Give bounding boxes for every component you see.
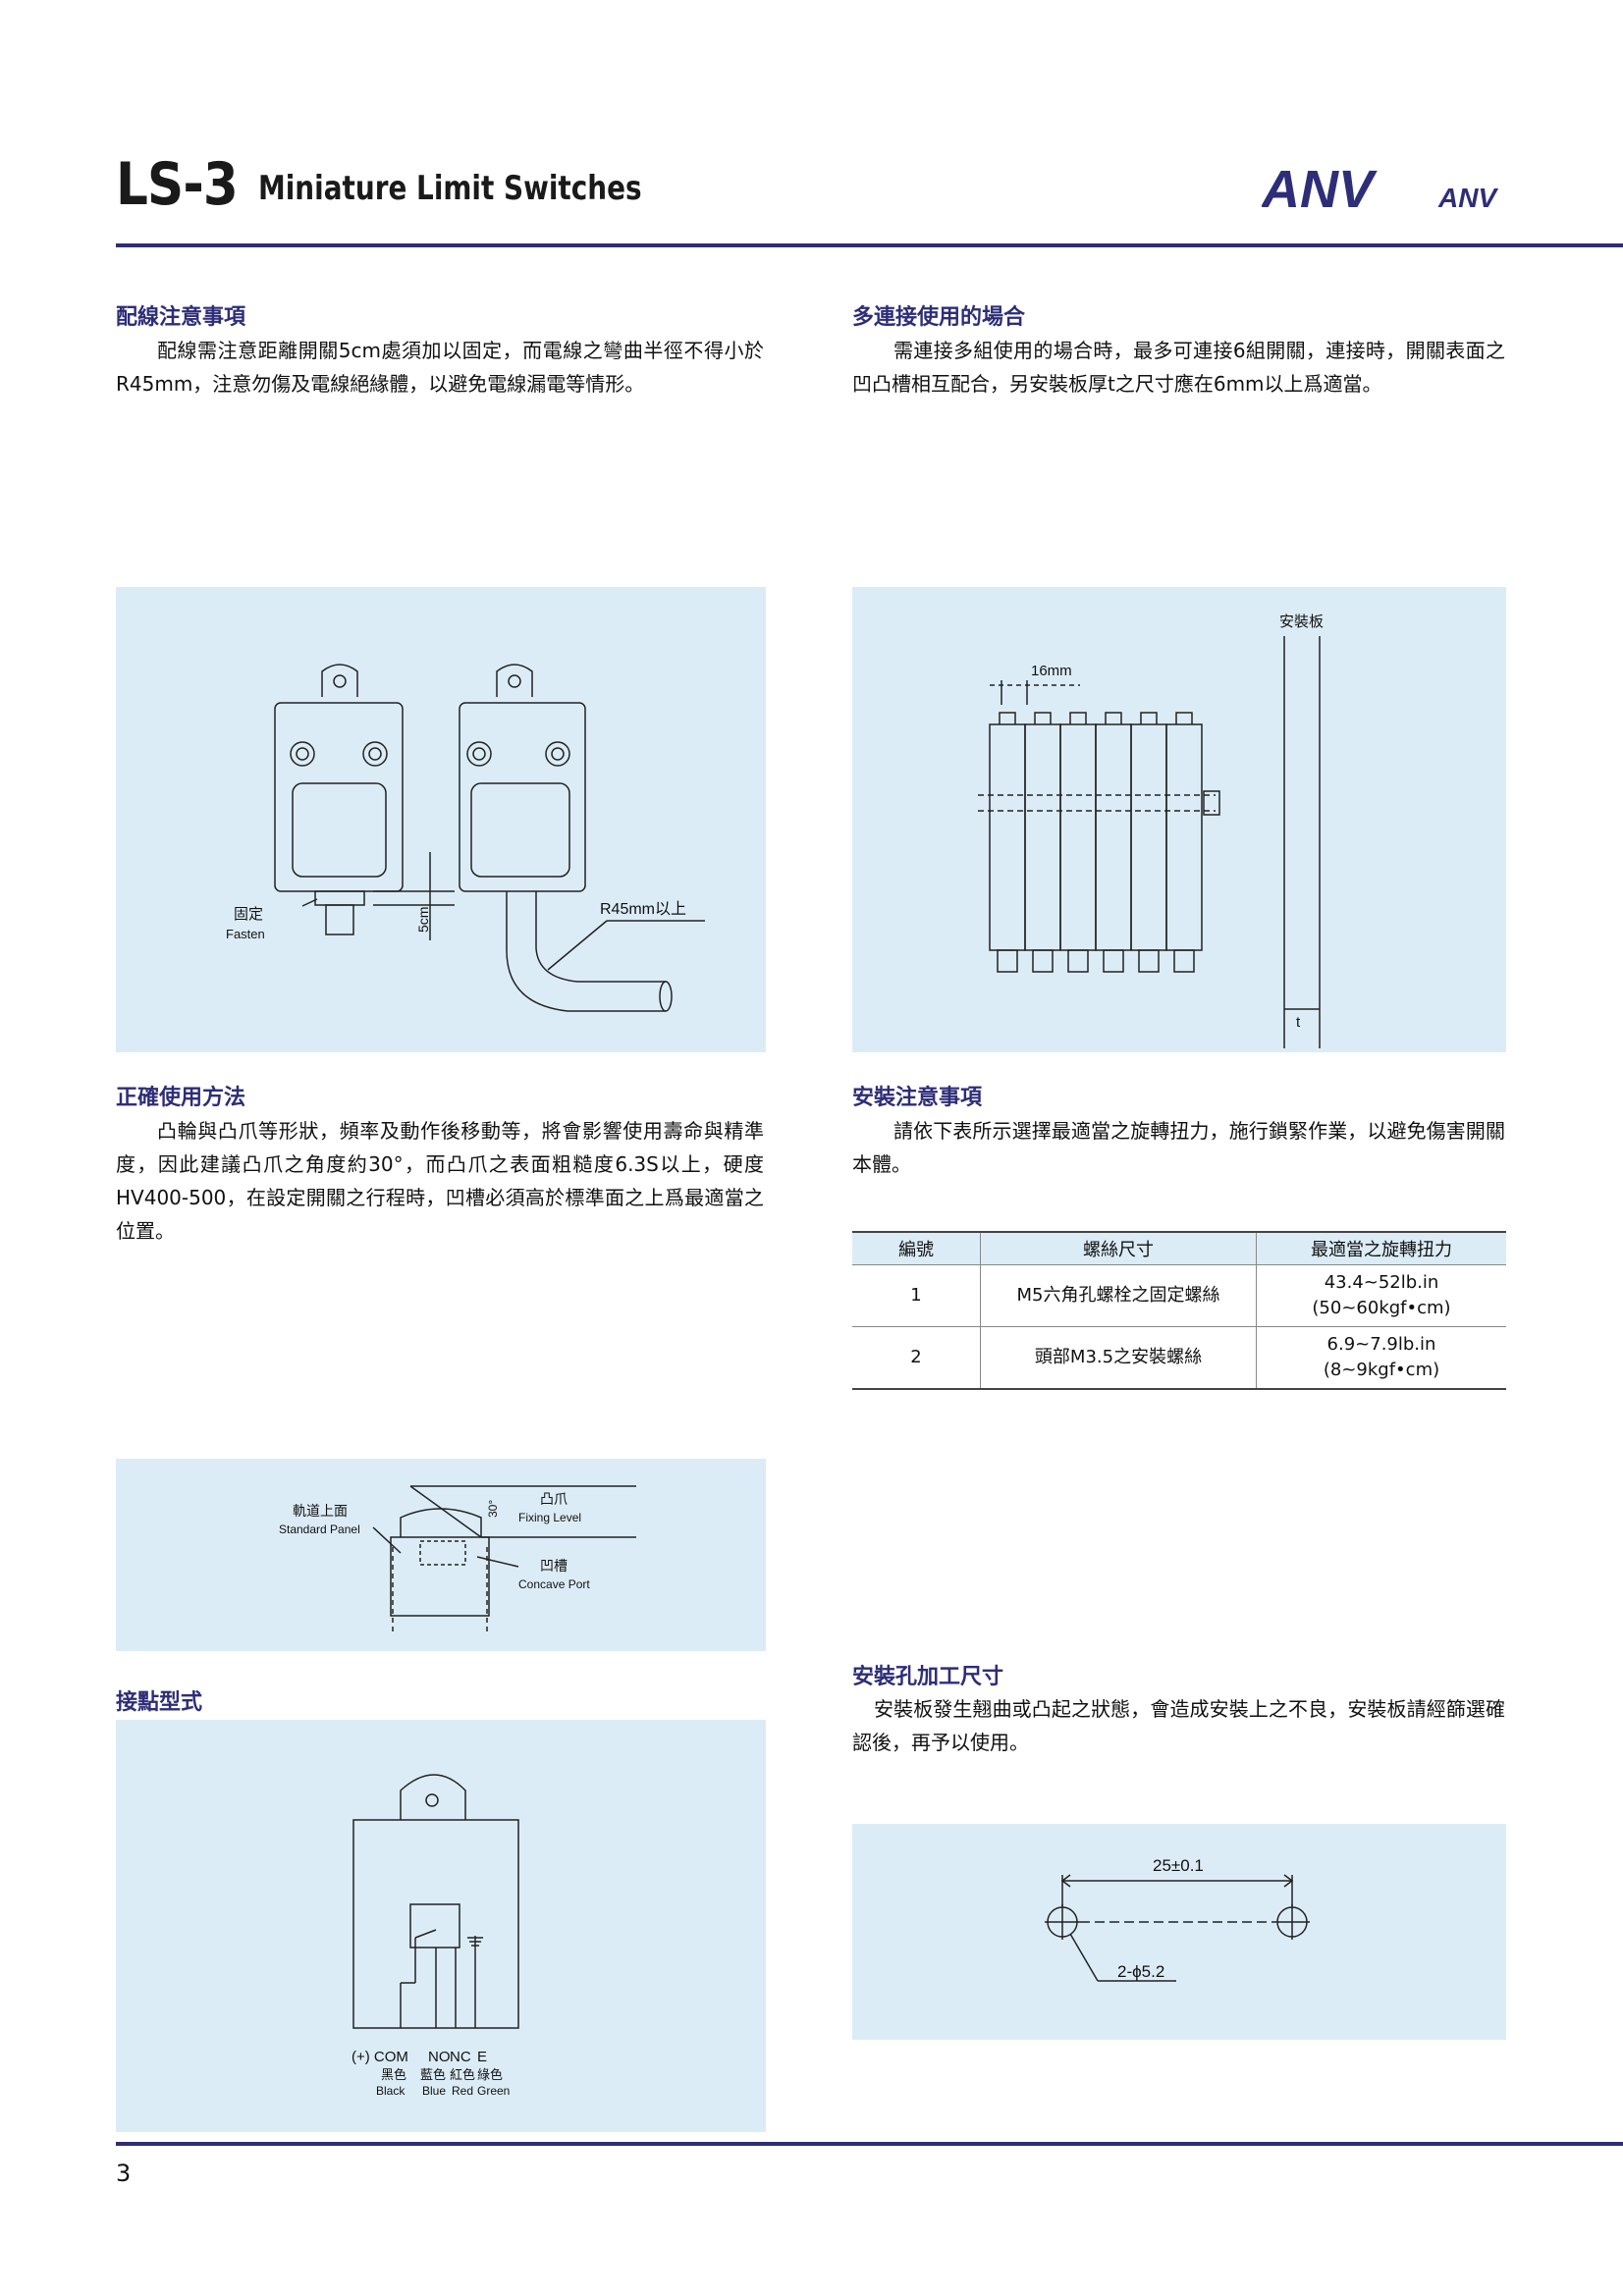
cam-cn: 凸爪 <box>540 1491 568 1507</box>
product-subtitle: Miniature Limit Switches <box>258 169 642 208</box>
black-cn: 黑色 <box>381 2067 406 2082</box>
radius-label: R45mm以上 <box>600 900 686 918</box>
multi-text: 需連接多組使用的場合時，最多可連接6組開關，連接時，開關表面之凹凸槽相互配合，另… <box>852 339 1505 396</box>
spacing-label: 25±0.1 <box>1153 1856 1204 1875</box>
multi-diagram: 安裝板 16mm t <box>852 587 1506 1052</box>
fasten-label-en: Fasten <box>226 927 265 941</box>
holes-text: 安裝板發生翹曲或凸起之狀態，會造成安裝上之不良，安裝板請經篩選確認後，再予以使用… <box>852 1697 1505 1754</box>
holes-drawing: 25±0.1 2-ϕ5.2 <box>1045 1856 1310 1982</box>
usage-text: 凸輪與凸爪等形狀，頻率及動作後移動等，將會影響使用壽命與精準度，因此建議凸爪之角… <box>116 1119 764 1243</box>
wiring-text: 配線需注意距離開關5cm處須加以固定，而電線之彎曲半徑不得小於R45mm，注意勿… <box>116 339 764 396</box>
model-title: LS-3 <box>116 150 239 219</box>
nc-label: NC <box>450 2049 471 2065</box>
row-torque: 43.4~52lb.in (50~60kgf•cm) <box>1256 1264 1506 1327</box>
std-panel-en: Standard Panel <box>279 1522 360 1536</box>
distance-label: 5cm <box>415 907 431 933</box>
thickness-label: t <box>1296 1014 1301 1031</box>
row-screw: 頭部M3.5之安裝螺絲 <box>980 1326 1257 1390</box>
no-label: NO <box>428 2049 451 2065</box>
green-en: Green <box>477 2084 510 2098</box>
angle-label: 30° <box>486 1500 500 1518</box>
row-no: 2 <box>852 1326 981 1390</box>
torque-metric: (50~60kgf•cm) <box>1312 1298 1451 1318</box>
usage-drawing: 軌道上面 Standard Panel 30° 凸爪 Fixing Level … <box>279 1485 636 1631</box>
contact-diagram: (+) COM NO NC E 黑色 藍色 紅色 綠色 Black Blue R… <box>116 1720 766 2132</box>
black-en: Black <box>376 2084 406 2098</box>
red-cn: 紅色 <box>450 2067 475 2082</box>
pitch-label: 16mm <box>1031 663 1072 679</box>
page-number: 3 <box>116 2160 132 2187</box>
blue-cn: 藍色 <box>420 2067 446 2082</box>
torque-imperial: 6.9~7.9lb.in <box>1326 1334 1436 1355</box>
green-cn: 綠色 <box>477 2067 503 2082</box>
usage-title: 正確使用方法 <box>116 1086 246 1110</box>
concave-cn: 凹槽 <box>540 1558 568 1574</box>
wiring-diagram: 固定 Fasten 5cm R45mm以上 <box>116 587 766 1052</box>
row-screw: M5六角孔螺栓之固定螺絲 <box>980 1264 1257 1327</box>
row-no: 1 <box>852 1264 981 1327</box>
row-torque: 6.9~7.9lb.in (8~9kgf•cm) <box>1256 1326 1506 1390</box>
footer-rule <box>116 2142 1623 2146</box>
holes-title: 安裝孔加工尺寸 <box>852 1665 1004 1689</box>
install-title: 安裝注意事項 <box>852 1086 983 1110</box>
plate-label: 安裝板 <box>1279 613 1324 630</box>
contact-drawing: (+) COM NO NC E 黑色 藍色 紅色 綠色 Black Blue R… <box>352 1774 519 2098</box>
std-panel-cn: 軌道上面 <box>293 1503 348 1519</box>
header-rule <box>116 243 1623 247</box>
blue-en: Blue <box>422 2084 446 2098</box>
header-torque: 最適當之旋轉扭力 <box>1256 1231 1506 1265</box>
fasten-label-cn: 固定 <box>234 906 263 923</box>
red-en: Red <box>452 2084 473 2098</box>
multi-drawing: 安裝板 16mm t <box>978 613 1324 1048</box>
hole-label: 2-ϕ5.2 <box>1117 1962 1164 1981</box>
torque-table: 編號 螺絲尺寸 最適當之旋轉扭力 1 M5六角孔螺栓之固定螺絲 43.4~52l… <box>852 1231 1506 1390</box>
usage-diagram: 軌道上面 Standard Panel 30° 凸爪 Fixing Level … <box>116 1459 766 1651</box>
torque-imperial: 43.4~52lb.in <box>1324 1272 1439 1293</box>
table-header-row: 編號 螺絲尺寸 最適當之旋轉扭力 <box>852 1231 1506 1265</box>
wiring-drawing: 固定 Fasten 5cm R45mm以上 <box>226 664 705 1012</box>
multi-title: 多連接使用的場合 <box>852 305 1026 330</box>
header-screw: 螺絲尺寸 <box>980 1231 1257 1265</box>
header-no: 編號 <box>852 1231 981 1265</box>
wiring-title: 配線注意事項 <box>116 305 246 330</box>
contact-title: 接點型式 <box>116 1690 203 1715</box>
logo-text-small: ANV <box>1437 183 1498 213</box>
concave-en: Concave Port <box>518 1577 590 1591</box>
table-row: 2 頭部M3.5之安裝螺絲 6.9~7.9lb.in (8~9kgf•cm) <box>852 1326 1506 1390</box>
table-row: 1 M5六角孔螺栓之固定螺絲 43.4~52lb.in (50~60kgf•cm) <box>852 1264 1506 1327</box>
e-label: E <box>477 2049 487 2065</box>
install-text: 請依下表所示選擇最適當之旋轉扭力，施行鎖緊作業，以避免傷害開關本體。 <box>852 1119 1505 1176</box>
holes-diagram: 25±0.1 2-ϕ5.2 <box>852 1824 1506 2040</box>
anv-logo: ANV ANV <box>1262 160 1498 219</box>
com-label: (+) COM <box>352 2049 408 2065</box>
cam-en: Fixing Level <box>518 1511 581 1524</box>
torque-metric: (8~9kgf•cm) <box>1323 1360 1440 1380</box>
logo-text-big: ANV <box>1262 160 1378 219</box>
